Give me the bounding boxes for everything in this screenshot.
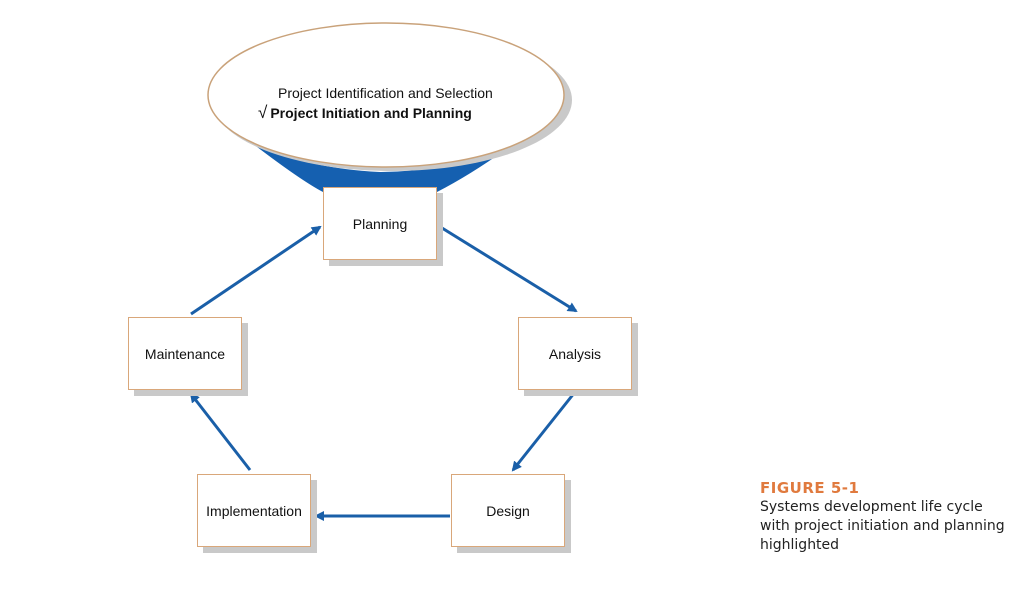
checkmark-icon: √ [258,103,268,122]
arrow-analysis-to-design [511,391,577,472]
oval-text: Project Identification and Selection √Pr… [258,84,538,123]
oval-item-initiation-label: Project Initiation and Planning [270,105,472,121]
oval-item-identification: Project Identification and Selection [278,85,493,101]
figure-caption: FIGURE 5-1 Systems development life cycl… [760,479,1010,555]
phase-label-implementation: Implementation [206,502,302,519]
oval-item-initiation: √Project Initiation and Planning [258,103,538,123]
phase-label-analysis: Analysis [548,345,602,362]
highlight-wedge [248,140,505,192]
phase-box-maintenance: Maintenance [128,317,242,390]
phase-label-maintenance: Maintenance [144,345,226,362]
phase-detail-oval [207,22,565,168]
arrow-maintenance-to-planning [190,225,322,316]
arrow-implementation-to-maintenance [189,392,252,471]
arrow-planning-to-analysis [441,226,578,313]
phase-box-planning: Planning [323,187,437,260]
figure-label: FIGURE 5-1 [760,479,860,497]
phase-box-analysis: Analysis [518,317,632,390]
figure-description: Systems development life cycle with proj… [760,499,1005,553]
phase-box-design: Design [451,474,565,547]
phase-label-planning: Planning [352,215,408,232]
phase-label-design: Design [486,502,530,519]
phase-box-implementation: Implementation [197,474,311,547]
